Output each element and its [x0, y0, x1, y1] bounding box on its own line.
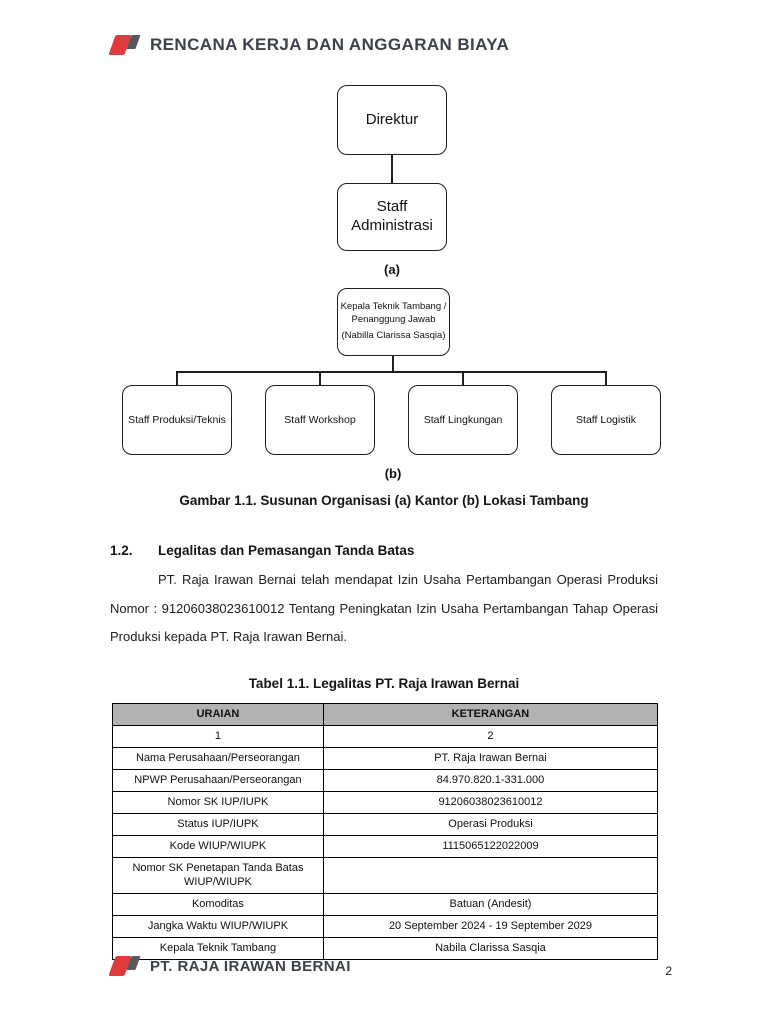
cell-uraian: Kode WIUP/WIUPK: [112, 835, 324, 858]
section-number: 1.2.: [110, 543, 133, 558]
org-node-label: Staff Lingkungan: [423, 414, 503, 426]
legalitas-table: URAIAN KETERANGAN 1 2 Nama Perusahaan/Pe…: [112, 703, 659, 960]
body-paragraph: PT. Raja Irawan Bernai telah mendapat Iz…: [110, 566, 658, 652]
cell-keterangan: 91206038023610012: [322, 791, 659, 814]
figure-caption: Gambar 1.1. Susunan Organisasi (a) Kanto…: [179, 493, 589, 508]
cell-keterangan: [322, 857, 659, 894]
figure-label-b: (b): [384, 466, 402, 481]
table-row: Nomor SK Penetapan Tanda Batas WIUP/WIUP…: [112, 857, 659, 894]
section-title: Legalitas dan Pemasangan Tanda Batas: [158, 543, 415, 558]
table-row: Komoditas Batuan (Andesit): [112, 892, 659, 916]
column-header-keterangan: KETERANGAN: [322, 703, 659, 726]
table-row: Status IUP/IUPK Operasi Produksi: [112, 813, 659, 836]
org-node-kepala-teknik-tambang: Kepala Teknik Tambang / Penanggung Jawab…: [337, 288, 450, 356]
header-title: RENCANA KERJA DAN ANGGARAN BIAYA: [150, 35, 510, 54]
cell-uraian: Komoditas: [112, 892, 324, 916]
table-caption: Tabel 1.1. Legalitas PT. Raja Irawan Ber…: [248, 676, 520, 691]
org-node-label: Direktur: [365, 110, 419, 128]
connector-line: [391, 155, 393, 183]
org-node-label: Staff Logistik: [576, 414, 636, 426]
paragraph-text: PT. Raja Irawan Bernai telah mendapat Iz…: [110, 572, 658, 644]
table-row: Kode WIUP/WIUPK 1115065122022009: [112, 835, 659, 858]
subheader-cell: 2: [322, 725, 659, 748]
org-node-direktur: Direktur: [337, 85, 447, 155]
cell-uraian: Nama Perusahaan/Perseorangan: [112, 747, 324, 770]
table-row: Nomor SK IUP/IUPK 91206038023610012: [112, 791, 659, 814]
cell-keterangan: Batuan (Andesit): [322, 892, 659, 916]
org-node-subtitle: (Nabilla Clarissa Sasqia): [341, 330, 446, 342]
cell-uraian: Kepala Teknik Tambang: [112, 936, 324, 960]
org-node-staff-produksi-teknis: Staff Produksi/Teknis: [122, 385, 232, 455]
org-node-label: Staff Workshop: [284, 414, 356, 426]
table-row: Jangka Waktu WIUP/WIUPK 20 September 202…: [112, 914, 659, 938]
table-row: Kepala Teknik Tambang Nabila Clarissa Sa…: [112, 936, 659, 960]
cell-keterangan: 1115065122022009: [322, 835, 659, 858]
org-node-title: Kepala Teknik Tambang / Penanggung Jawab: [340, 301, 447, 325]
page-number: 2: [665, 964, 672, 978]
subheader-cell: 1: [112, 725, 324, 748]
connector-line: [176, 371, 178, 385]
table-subheader-row: 1 2: [112, 725, 659, 748]
org-node-staff-administrasi: Staff Administrasi: [337, 183, 447, 251]
cell-uraian: NPWP Perusahaan/Perseorangan: [112, 769, 324, 792]
cell-uraian: Jangka Waktu WIUP/WIUPK: [112, 914, 324, 938]
cell-keterangan: Operasi Produksi: [322, 813, 659, 836]
company-logo-icon: [108, 955, 141, 977]
table-row: NPWP Perusahaan/Perseorangan 84.970.820.…: [112, 769, 659, 792]
connector-line: [462, 371, 464, 385]
figure-label-a: (a): [384, 262, 400, 277]
connector-line: [605, 371, 607, 385]
connector-line: [319, 371, 321, 385]
table-row: Nama Perusahaan/Perseorangan PT. Raja Ir…: [112, 747, 659, 770]
cell-keterangan: Nabila Clarissa Sasqia: [322, 936, 659, 960]
org-node-label: Staff Produksi/Teknis: [128, 414, 226, 426]
cell-keterangan: PT. Raja Irawan Bernai: [322, 747, 659, 770]
cell-uraian: Nomor SK IUP/IUPK: [112, 791, 324, 814]
section-heading: 1.2. Legalitas dan Pemasangan Tanda Batas: [110, 543, 414, 558]
document-footer: PT. RAJA IRAWAN BERNAI: [108, 955, 351, 977]
connector-line: [176, 371, 607, 373]
cell-keterangan: 20 September 2024 - 19 September 2029: [322, 914, 659, 938]
company-logo-icon: [108, 34, 141, 56]
document-header: RENCANA KERJA DAN ANGGARAN BIAYA: [108, 34, 509, 56]
connector-line: [392, 356, 394, 372]
cell-keterangan: 84.970.820.1-331.000: [322, 769, 659, 792]
footer-company-name: PT. RAJA IRAWAN BERNAI: [150, 957, 351, 975]
table-header-row: URAIAN KETERANGAN: [112, 703, 659, 726]
org-node-staff-lingkungan: Staff Lingkungan: [408, 385, 518, 455]
cell-uraian: Status IUP/IUPK: [112, 813, 324, 836]
org-node-staff-logistik: Staff Logistik: [551, 385, 661, 455]
org-node-staff-workshop: Staff Workshop: [265, 385, 375, 455]
cell-uraian: Nomor SK Penetapan Tanda Batas WIUP/WIUP…: [112, 857, 324, 894]
column-header-uraian: URAIAN: [112, 703, 324, 726]
org-node-label: Staff Administrasi: [351, 198, 433, 234]
